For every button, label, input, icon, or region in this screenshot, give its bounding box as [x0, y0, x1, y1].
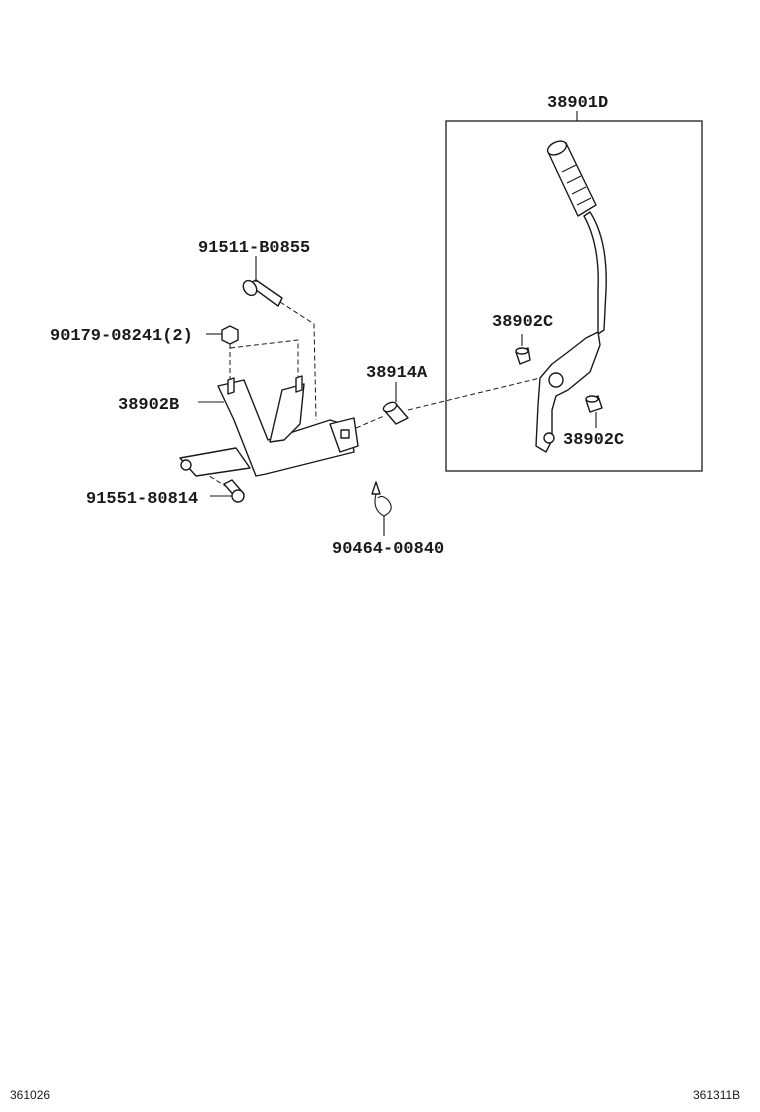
lever-lower-arm — [535, 331, 601, 453]
bolt-top — [242, 279, 283, 307]
label-90464-00840: 90464-00840 — [332, 540, 444, 559]
label-38902b: 38902B — [118, 396, 179, 415]
label-91511-b0855: 91511-B0855 — [198, 239, 310, 258]
label-90179-08241: 90179-08241(2) — [50, 327, 193, 346]
collar-to-lever-line — [407, 377, 541, 411]
footer-right-code: 361311B — [693, 1088, 740, 1102]
grip-end-cap — [546, 140, 568, 156]
bracket-foot-hole — [180, 459, 192, 471]
lever-lower-hole — [543, 432, 555, 444]
nut-body — [221, 325, 239, 345]
bracket-foot — [179, 447, 251, 477]
bolt-top-line — [279, 301, 317, 421]
parking-brake-lever — [535, 140, 607, 453]
stud-right — [295, 375, 303, 393]
bracket — [179, 375, 359, 477]
bushing-lower-top — [585, 395, 599, 403]
lever-pivot-hole — [548, 372, 564, 388]
label-91551-80814: 91551-80814 — [86, 490, 198, 509]
grip-ribs — [561, 164, 592, 206]
label-38914a: 38914A — [366, 364, 428, 383]
label-38902c-lower: 38902C — [563, 431, 624, 450]
collar-end — [382, 401, 398, 413]
label-38902c-upper: 38902C — [492, 313, 553, 332]
bushing-lower — [585, 395, 603, 413]
footer-left-code: 361026 — [10, 1088, 50, 1102]
bolt-top-head — [242, 279, 258, 297]
clip-head — [371, 481, 381, 495]
bracket-pivot-hole — [340, 429, 350, 439]
lever-assembly-box — [445, 120, 703, 472]
nut — [221, 325, 239, 345]
lever-rod — [583, 211, 607, 335]
bracket-to-collar-line — [355, 415, 385, 429]
bolt-bottom-head — [231, 489, 245, 503]
collar — [382, 401, 409, 425]
label-38901d: 38901D — [547, 94, 608, 113]
stud-left — [227, 377, 235, 395]
clip — [371, 481, 392, 517]
bushing-upper — [515, 347, 531, 365]
nut-lines — [229, 339, 299, 380]
clip-loop — [374, 493, 392, 517]
bolt-bottom — [223, 479, 245, 503]
bushing-upper-top — [515, 347, 529, 355]
